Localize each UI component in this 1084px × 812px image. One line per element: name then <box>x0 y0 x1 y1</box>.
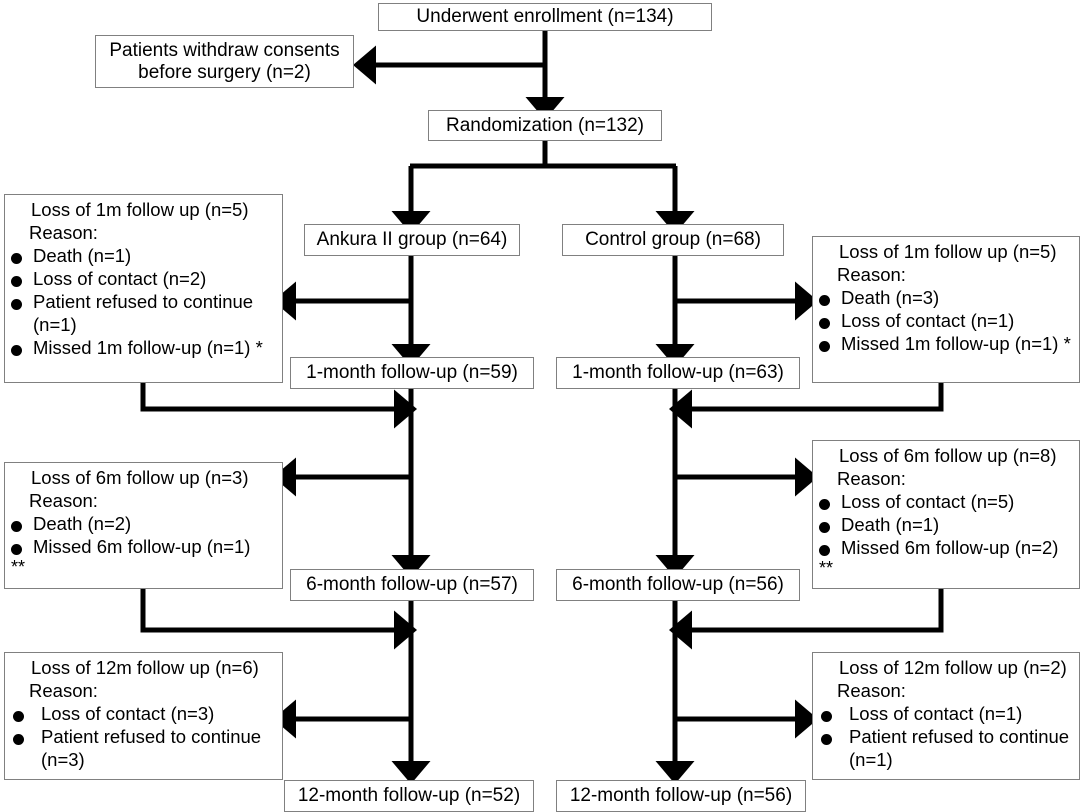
node-control-6-month-label: 6-month follow-up (n=56) <box>572 574 784 596</box>
loss-item-footnote-marker: ** <box>11 556 26 577</box>
loss-item: Death (n=1) <box>7 245 280 268</box>
loss-item: Patient refused to continue <box>7 726 280 749</box>
loss-box-right-12m: Loss of 12m follow up (n=2) Reason: Loss… <box>812 652 1080 780</box>
loss-item-continuation: (n=1) <box>849 748 893 770</box>
node-withdraw-line1: Patients withdraw consents <box>109 39 340 61</box>
loss-item: Missed 1m follow-up (n=1) * <box>815 333 1077 356</box>
loss-box-right-12m-reason-label: Reason: <box>837 679 906 701</box>
loss-item-continuation: (n=1) <box>33 313 77 335</box>
node-ankura-1-month-label: 1-month follow-up (n=59) <box>306 362 518 384</box>
loss-box-left-1m-reason-label: Reason: <box>29 221 98 243</box>
node-control-12-month: 12-month follow-up (n=56) <box>556 780 806 812</box>
node-control-1-month-label: 1-month follow-up (n=63) <box>572 362 784 384</box>
loss-item: Missed 6m follow-up (n=2) <box>815 537 1077 560</box>
loss-box-left-6m-title: Loss of 6m follow up (n=3) <box>31 467 249 488</box>
loss-item: Death (n=3) <box>815 287 1077 310</box>
loss-item: Loss of contact (n=3) <box>7 703 280 726</box>
loss-box-left-6m-reason-label: Reason: <box>29 489 98 511</box>
node-ankura-12-month: 12-month follow-up (n=52) <box>284 780 534 812</box>
loss-item: Loss of contact (n=2) <box>7 268 280 291</box>
node-withdraw-line2: before surgery (n=2) <box>138 61 311 83</box>
loss-box-left-6m: Loss of 6m follow up (n=3) Reason: Death… <box>4 462 283 589</box>
node-withdraw-consent: Patients withdraw consents before surger… <box>95 35 354 88</box>
loss-item: Loss of contact (n=1) <box>815 703 1077 726</box>
node-control-6-month: 6-month follow-up (n=56) <box>556 569 800 601</box>
loss-item-continuation: (n=3) <box>41 748 85 770</box>
loss-box-left-12m-title: Loss of 12m follow up (n=6) <box>31 657 259 678</box>
node-ankura-group: Ankura II group (n=64) <box>304 224 520 256</box>
node-ankura-6-month-label: 6-month follow-up (n=57) <box>306 574 518 596</box>
loss-box-right-6m-reason-label: Reason: <box>837 467 906 489</box>
loss-item: Patient refused to continue <box>7 291 280 314</box>
loss-box-left-12m-reason-label: Reason: <box>29 679 98 701</box>
loss-box-right-12m-title: Loss of 12m follow up (n=2) <box>839 657 1067 678</box>
node-ankura-12-month-label: 12-month follow-up (n=52) <box>297 785 521 807</box>
node-control-12-month-label: 12-month follow-up (n=56) <box>569 785 793 807</box>
node-ankura-group-label: Ankura II group (n=64) <box>316 229 508 251</box>
node-randomization: Randomization (n=132) <box>428 110 662 141</box>
node-enrollment-label: Underwent enrollment (n=134) <box>416 6 674 28</box>
node-randomization-label: Randomization (n=132) <box>445 114 645 136</box>
node-control-group: Control group (n=68) <box>562 224 784 256</box>
node-ankura-6-month: 6-month follow-up (n=57) <box>290 569 534 601</box>
node-control-1-month: 1-month follow-up (n=63) <box>556 357 800 389</box>
loss-box-right-6m: Loss of 6m follow up (n=8) Reason: Loss … <box>812 440 1080 589</box>
node-control-group-label: Control group (n=68) <box>585 229 761 251</box>
loss-box-right-6m-title: Loss of 6m follow up (n=8) <box>839 445 1057 466</box>
loss-box-left-1m-title: Loss of 1m follow up (n=5) <box>31 199 249 220</box>
loss-box-right-1m-reason-label: Reason: <box>837 263 906 285</box>
loss-item: Loss of contact (n=1) <box>815 310 1077 333</box>
node-enrollment: Underwent enrollment (n=134) <box>378 3 712 31</box>
loss-item: Death (n=1) <box>815 514 1077 537</box>
loss-item: Missed 6m follow-up (n=1) <box>7 536 280 559</box>
loss-item: Loss of contact (n=5) <box>815 491 1077 514</box>
loss-item-footnote-marker: ** <box>819 557 834 578</box>
node-ankura-1-month: 1-month follow-up (n=59) <box>290 357 534 389</box>
loss-item: Patient refused to continue <box>815 726 1077 749</box>
loss-box-right-1m: Loss of 1m follow up (n=5) Reason: Death… <box>812 236 1080 383</box>
loss-item: Death (n=2) <box>7 513 280 536</box>
loss-box-left-1m: Loss of 1m follow up (n=5) Reason: Death… <box>4 194 283 383</box>
loss-box-left-12m: Loss of 12m follow up (n=6) Reason: Loss… <box>4 652 283 780</box>
loss-item: Missed 1m follow-up (n=1) * <box>7 337 280 360</box>
loss-box-right-1m-title: Loss of 1m follow up (n=5) <box>839 241 1057 262</box>
